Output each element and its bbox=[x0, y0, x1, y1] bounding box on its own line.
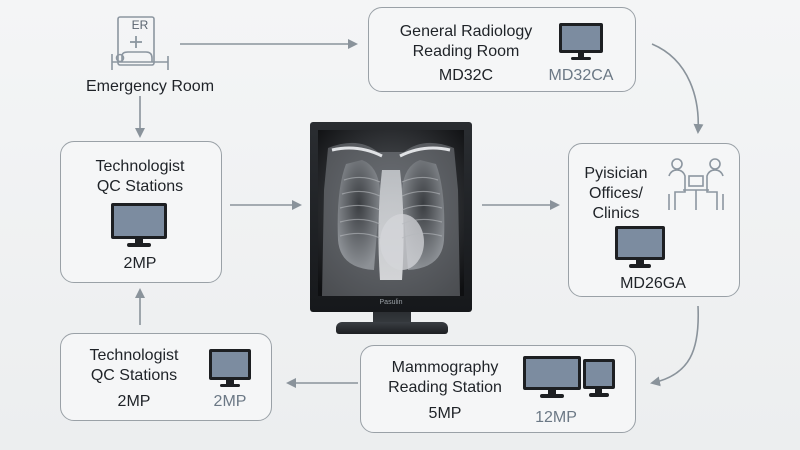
mammography-resolution: 5MP bbox=[428, 405, 462, 422]
mammography-title-line2: Reading Station bbox=[388, 379, 502, 396]
mammography-monitor-label: 12MP bbox=[535, 409, 577, 426]
general-radiology-title-line2: Reading Room bbox=[412, 43, 520, 60]
display-brand-label: Pasulin bbox=[379, 299, 403, 306]
tech-qc-top-title-line1: Technologist bbox=[95, 158, 185, 175]
mammography-node: Mammography Reading Station 5MP 12MP bbox=[360, 345, 636, 433]
physician-offices-node: Pyisician Offices/ Clinics MD26GA bbox=[568, 143, 740, 297]
tech-qc-bottom-monitor-label: 2MP bbox=[213, 393, 247, 410]
monitor-icon bbox=[559, 23, 603, 63]
arrow-physician-to-mammography bbox=[650, 305, 700, 387]
mammography-title-line1: Mammography bbox=[391, 359, 499, 376]
general-radiology-node: General Radiology Reading Room MD32C MD3… bbox=[368, 7, 636, 92]
consultation-icon bbox=[668, 158, 724, 210]
tech-qc-bottom-node: Technologist QC Stations 2MP 2MP bbox=[60, 333, 272, 421]
tech-qc-bottom-resolution: 2MP bbox=[117, 393, 151, 410]
tech-qc-bottom-title-line2: QC Stations bbox=[90, 367, 178, 384]
monitor-icon bbox=[615, 226, 665, 270]
arrow-general-radiology-to-physician bbox=[651, 43, 704, 134]
emergency-room-label: Emergency Room bbox=[85, 78, 215, 95]
er-bed-icon bbox=[111, 16, 169, 70]
physician-title-line2: Offices/ bbox=[589, 185, 643, 202]
monitor-icon bbox=[209, 349, 251, 389]
tech-qc-top-title-line2: QC Stations bbox=[96, 178, 184, 195]
display-stand-base bbox=[336, 322, 448, 334]
tech-qc-bottom-title-line1: Technologist bbox=[89, 347, 179, 364]
physician-title-line1: Pyisician bbox=[584, 165, 648, 182]
general-radiology-title-line1: General Radiology bbox=[399, 23, 533, 40]
monitor-icon bbox=[523, 356, 581, 400]
general-radiology-monitor-label: MD32CA bbox=[548, 67, 614, 84]
chest-xray-image bbox=[318, 130, 464, 296]
physician-title-line3: Clinics bbox=[592, 205, 640, 222]
center-display: Pasulin bbox=[310, 122, 472, 312]
physician-model: MD26GA bbox=[620, 275, 686, 292]
tech-qc-top-node: Technologist QC Stations 2MP bbox=[60, 141, 222, 283]
general-radiology-model: MD32C bbox=[438, 67, 494, 84]
er-badge: ER bbox=[131, 18, 149, 32]
tech-qc-top-resolution: 2MP bbox=[123, 255, 157, 272]
portrait-monitor-icon bbox=[583, 359, 615, 401]
monitor-icon bbox=[111, 203, 167, 249]
